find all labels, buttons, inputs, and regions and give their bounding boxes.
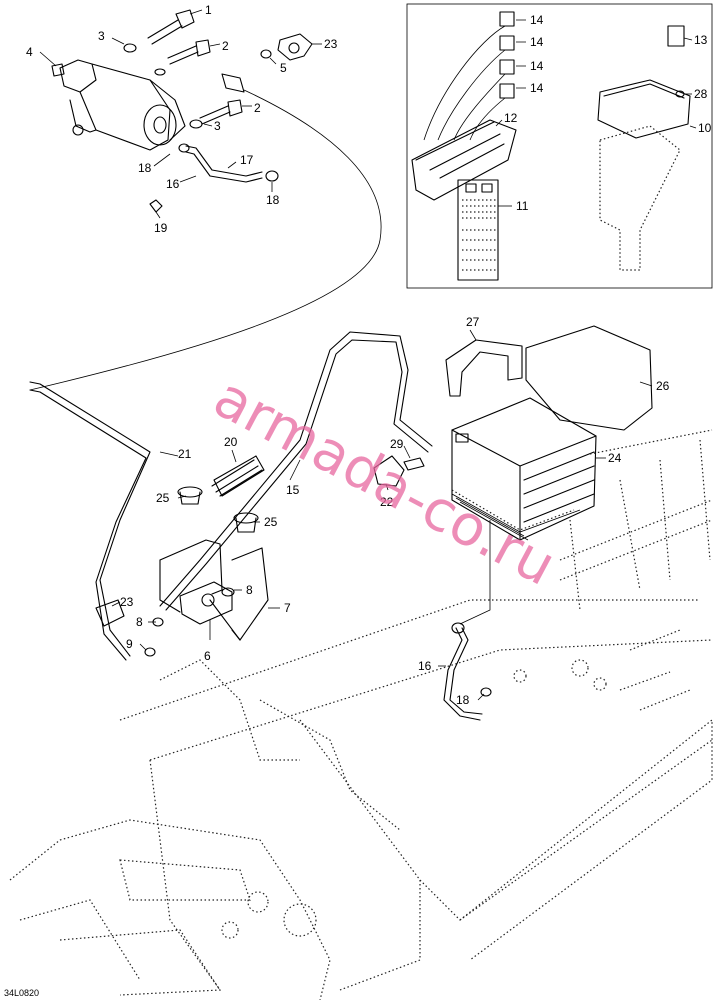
fuse-14: [423, 11, 515, 141]
callout-22: 22: [380, 495, 394, 509]
cover-26: [525, 325, 653, 431]
battery-tray: [451, 493, 581, 541]
protector-20: [211, 455, 265, 497]
battery-24: [451, 397, 597, 541]
fuse-label-11: [457, 179, 499, 281]
callout-24: 24: [608, 451, 622, 465]
callout-7: 7: [284, 601, 291, 615]
cap-23-lower: [95, 599, 125, 627]
strap-27: [445, 339, 523, 397]
callout-26: 26: [656, 379, 670, 393]
callout-13: 13: [694, 33, 708, 47]
callout-19: 19: [154, 221, 168, 235]
callout-14-c: 14: [530, 59, 544, 73]
callout-3-upper: 3: [98, 29, 105, 43]
nut-9: [144, 647, 156, 657]
fuse-box-12: [411, 119, 517, 201]
terminal-bracket: [221, 73, 245, 93]
nut-5: [260, 49, 272, 59]
leader-lines: [39, 9, 697, 701]
callout-28: 28: [694, 87, 708, 101]
nut-8-upper: [221, 587, 235, 597]
callout-1: 1: [205, 3, 212, 17]
callout-11: 11: [516, 199, 529, 213]
callout-23-upper: 23: [324, 37, 338, 51]
fuse-holder-10: [597, 79, 691, 271]
washer-3-upper: [123, 43, 166, 76]
solenoid-6: [179, 581, 233, 625]
cap-22: [373, 455, 405, 487]
reference-line-battery: [459, 520, 491, 625]
callout-10: 10: [698, 121, 712, 135]
bolt-2-lower: [199, 99, 243, 125]
callout-29: 29: [390, 437, 404, 451]
callout-5: 5: [280, 61, 287, 75]
cable-21: [29, 381, 151, 661]
callout-14-d: 14: [530, 81, 544, 95]
vehicle-frame: [9, 429, 713, 1000]
callout-14-b: 14: [530, 35, 544, 49]
watermark-text: armada-co.ru: [203, 365, 565, 599]
screw-29: [403, 457, 425, 471]
callout-18-lower: 18: [456, 693, 470, 707]
nut-18-lower: [480, 687, 492, 697]
callout-16-upper: 16: [166, 177, 180, 191]
bracket-7: [159, 539, 269, 641]
cap-23-upper: [277, 33, 313, 61]
washer-3-lower: [189, 119, 203, 129]
screw-19: [149, 199, 163, 213]
cap-25-left: [177, 486, 203, 505]
diagram-code: 34L0820: [4, 988, 39, 998]
reference-line-starter: [29, 89, 382, 391]
relay-13: [667, 25, 685, 47]
callout-2-upper: 2: [222, 39, 229, 53]
callout-3-lower: 3: [214, 119, 221, 133]
callout-2-lower: 2: [254, 101, 261, 115]
callout-18-right: 18: [266, 193, 280, 207]
callout-14-a: 14: [530, 13, 544, 27]
bolt-2-upper: [167, 39, 211, 65]
ground-cable-16-lower: [443, 622, 483, 721]
callout-8-right: 8: [246, 583, 253, 597]
callout-9: 9: [126, 637, 133, 651]
callout-4: 4: [26, 45, 33, 59]
callout-27: 27: [466, 315, 480, 329]
callout-23-lower: 23: [120, 595, 134, 609]
callout-25-right: 25: [264, 515, 278, 529]
callout-20: 20: [224, 435, 238, 449]
callout-17: 17: [240, 153, 254, 167]
callout-25-left: 25: [156, 491, 170, 505]
bolt-1: [147, 9, 195, 45]
callout-6: 6: [204, 649, 211, 663]
callout-12: 12: [504, 111, 518, 125]
callout-8-left: 8: [136, 615, 143, 629]
starter-motor: [51, 59, 186, 151]
callout-15: 15: [286, 483, 300, 497]
cap-25-right: [233, 512, 259, 533]
callout-18-left: 18: [138, 161, 152, 175]
callout-16-lower: 16: [418, 659, 432, 673]
callout-21: 21: [178, 447, 192, 461]
fuse-box-inset-frame: [406, 3, 713, 289]
cable-15: [159, 331, 433, 611]
callout-labels: 1 2 2 3 3 4 5 23 17 18 16 18 19 14 14 14…: [26, 3, 712, 707]
starter-cable-16-upper: [178, 143, 279, 183]
